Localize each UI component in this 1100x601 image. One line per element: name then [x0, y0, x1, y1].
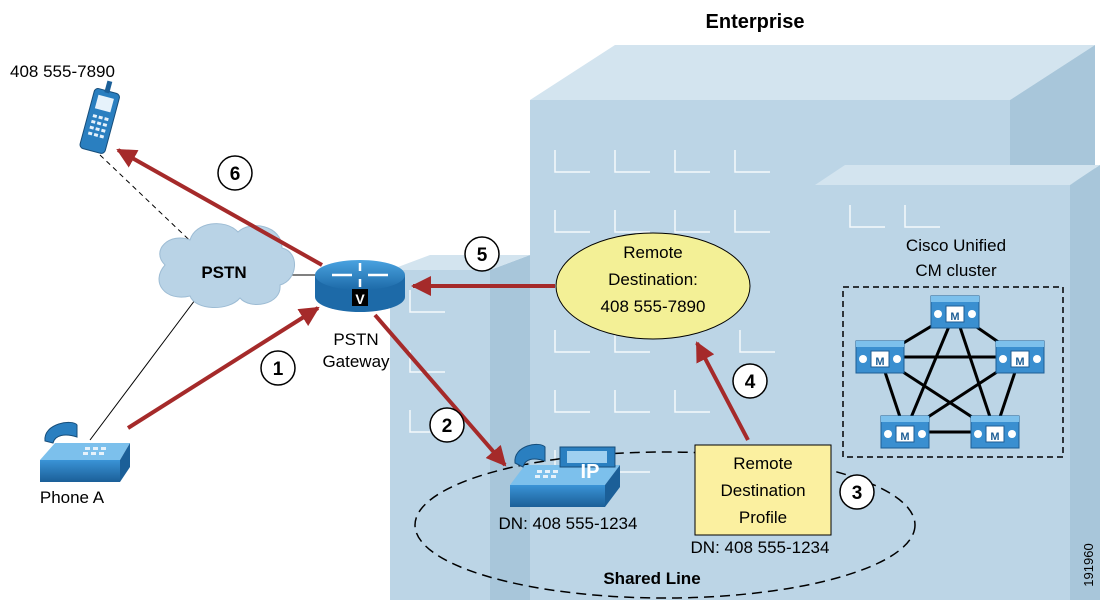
ip-phone-icon: IP [510, 443, 620, 507]
remote-destination: Remote Destination: 408 555-7890 [555, 232, 751, 340]
arrow-step-4 [695, 341, 750, 441]
phone-a-label: Phone A [40, 488, 105, 507]
svg-text:5: 5 [477, 245, 488, 266]
call-manager-server-icon: M [880, 415, 930, 449]
call-flow-arrows [116, 148, 750, 467]
step-badge-5: 5 [464, 236, 500, 272]
desk-phone-icon [40, 421, 130, 482]
ip-phone-dn: DN: 408 555-1234 [499, 514, 638, 533]
arrow-step-1 [126, 306, 320, 430]
svg-text:2: 2 [442, 416, 453, 437]
enterprise-buildings [390, 45, 1100, 600]
svg-text:4: 4 [745, 372, 756, 393]
cm-cluster: M M M M M [842, 286, 1064, 458]
svg-text:3: 3 [852, 483, 863, 504]
rdp-label-1: Remote [733, 454, 793, 473]
shared-line-label: Shared Line [603, 569, 700, 588]
remote-dest-label-2: Destination: [608, 270, 698, 289]
building-main-top [530, 45, 1095, 100]
mobile-number-label: 408 555-7890 [10, 62, 115, 81]
gateway-label-1: PSTN [333, 330, 378, 349]
arrow-step-2 [373, 313, 507, 467]
call-manager-server-icon: M [855, 340, 905, 374]
svg-text:M: M [875, 356, 884, 368]
step-badge-4: 4 [732, 363, 768, 399]
call-manager-server-icon: M [930, 295, 980, 329]
remote-destination-profile: Remote Destination Profile [694, 444, 832, 536]
rdp-label-3: Profile [739, 508, 787, 527]
cluster-label-1: Cisco Unified [906, 236, 1006, 255]
svg-text:6: 6 [230, 164, 241, 185]
router-icon: V [315, 260, 405, 312]
pstn-label: PSTN [201, 263, 246, 282]
building-right [815, 185, 1070, 600]
shared-line-boundary [414, 451, 916, 599]
ip-phone-badge: IP [581, 461, 600, 483]
call-manager-server-icon: M [970, 415, 1020, 449]
remote-dest-label-1: Remote [623, 243, 683, 262]
arrow-step-6 [116, 148, 323, 267]
pstn-cloud-icon: PSTN [158, 223, 295, 309]
svg-text:M: M [1015, 356, 1024, 368]
mobile-phone-icon [79, 80, 120, 154]
cluster-label-2: CM cluster [915, 261, 997, 280]
gateway-badge: V [355, 291, 365, 307]
diagram-title: Enterprise [706, 11, 805, 33]
rdp-dn: DN: 408 555-1234 [691, 538, 830, 557]
call-manager-server-icon: M [995, 340, 1045, 374]
step-badge-1: 1 [260, 350, 296, 386]
svg-text:M: M [950, 311, 959, 323]
step-badge-6: 6 [217, 155, 253, 191]
gateway-label-2: Gateway [322, 352, 390, 371]
step-badge-3: 3 [839, 474, 875, 510]
step-badge-2: 2 [429, 407, 465, 443]
svg-text:1: 1 [273, 359, 284, 380]
remote-dest-label-3: 408 555-7890 [601, 297, 706, 316]
rdp-label-2: Destination [720, 481, 805, 500]
cluster-boundary [842, 286, 1064, 458]
figure-id: 191960 [1081, 543, 1096, 586]
svg-text:M: M [900, 431, 909, 443]
svg-text:M: M [990, 431, 999, 443]
